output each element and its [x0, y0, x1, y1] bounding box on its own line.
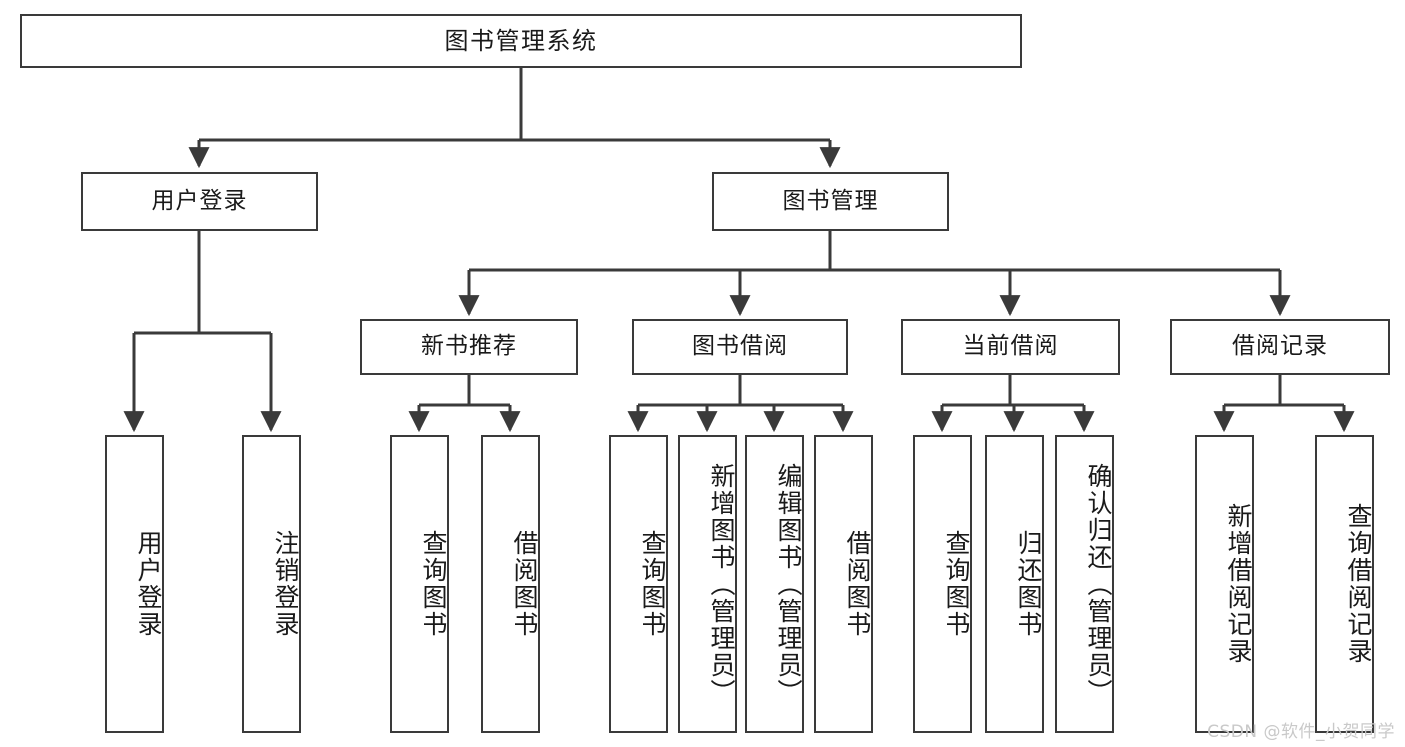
node-borrow-record[interactable]: 借阅记录 — [1170, 319, 1390, 375]
node-current-borrow[interactable]: 当前借阅 — [901, 319, 1120, 375]
node-label: 图书借阅 — [692, 333, 788, 360]
node-label: 借阅图书 — [843, 530, 872, 638]
leaf-new-book-query-book[interactable]: 查询图书 — [390, 435, 449, 733]
leaf-new-book-borrow-book[interactable]: 借阅图书 — [481, 435, 540, 733]
node-label: 查询借阅记录 — [1344, 503, 1373, 665]
node-label: 新增借阅记录 — [1224, 503, 1253, 665]
leaf-book-borrow-borrow-book[interactable]: 借阅图书 — [814, 435, 873, 733]
leaf-borrow-record-query-record[interactable]: 查询借阅记录 — [1315, 435, 1374, 733]
node-label: 借阅图书 — [510, 530, 539, 638]
node-label: 图书管理 — [782, 187, 879, 214]
node-label: 编辑图书（管理员） — [774, 462, 803, 706]
leaf-book-borrow-edit-book-admin[interactable]: 编辑图书（管理员） — [745, 435, 804, 733]
leaf-user-login-logout[interactable]: 注销登录 — [242, 435, 301, 733]
csdn-watermark: CSDN @软件_小贺同学 — [1207, 722, 1395, 742]
node-label: 借阅记录 — [1232, 333, 1328, 360]
node-new-book-recommend[interactable]: 新书推荐 — [360, 319, 578, 375]
node-label: 归还图书 — [1014, 530, 1043, 638]
node-label: 注销登录 — [271, 530, 300, 638]
node-label: 确认归还（管理员） — [1084, 462, 1113, 706]
leaf-borrow-record-add-record[interactable]: 新增借阅记录 — [1195, 435, 1254, 733]
node-user-login[interactable]: 用户登录 — [81, 172, 318, 231]
node-label: 新增图书（管理员） — [707, 462, 736, 706]
node-label: 当前借阅 — [962, 333, 1059, 360]
node-label: 用户登录 — [151, 187, 248, 214]
leaf-current-borrow-query-book[interactable]: 查询图书 — [913, 435, 972, 733]
node-root-book-management-system[interactable]: 图书管理系统 — [20, 14, 1022, 68]
node-book-borrow[interactable]: 图书借阅 — [632, 319, 848, 375]
node-label: 图书管理系统 — [444, 26, 598, 55]
node-label: 新书推荐 — [421, 333, 517, 360]
leaf-current-borrow-return-book[interactable]: 归还图书 — [985, 435, 1044, 733]
node-label: 查询图书 — [942, 530, 971, 638]
leaf-book-borrow-add-book-admin[interactable]: 新增图书（管理员） — [678, 435, 737, 733]
node-book-management[interactable]: 图书管理 — [712, 172, 949, 231]
leaf-book-borrow-query-book[interactable]: 查询图书 — [609, 435, 668, 733]
node-label: 查询图书 — [638, 530, 667, 638]
leaf-current-borrow-confirm-return-admin[interactable]: 确认归还（管理员） — [1055, 435, 1114, 733]
leaf-user-login-login[interactable]: 用户登录 — [105, 435, 164, 733]
node-label: 用户登录 — [134, 530, 163, 638]
node-label: 查询图书 — [419, 530, 448, 638]
